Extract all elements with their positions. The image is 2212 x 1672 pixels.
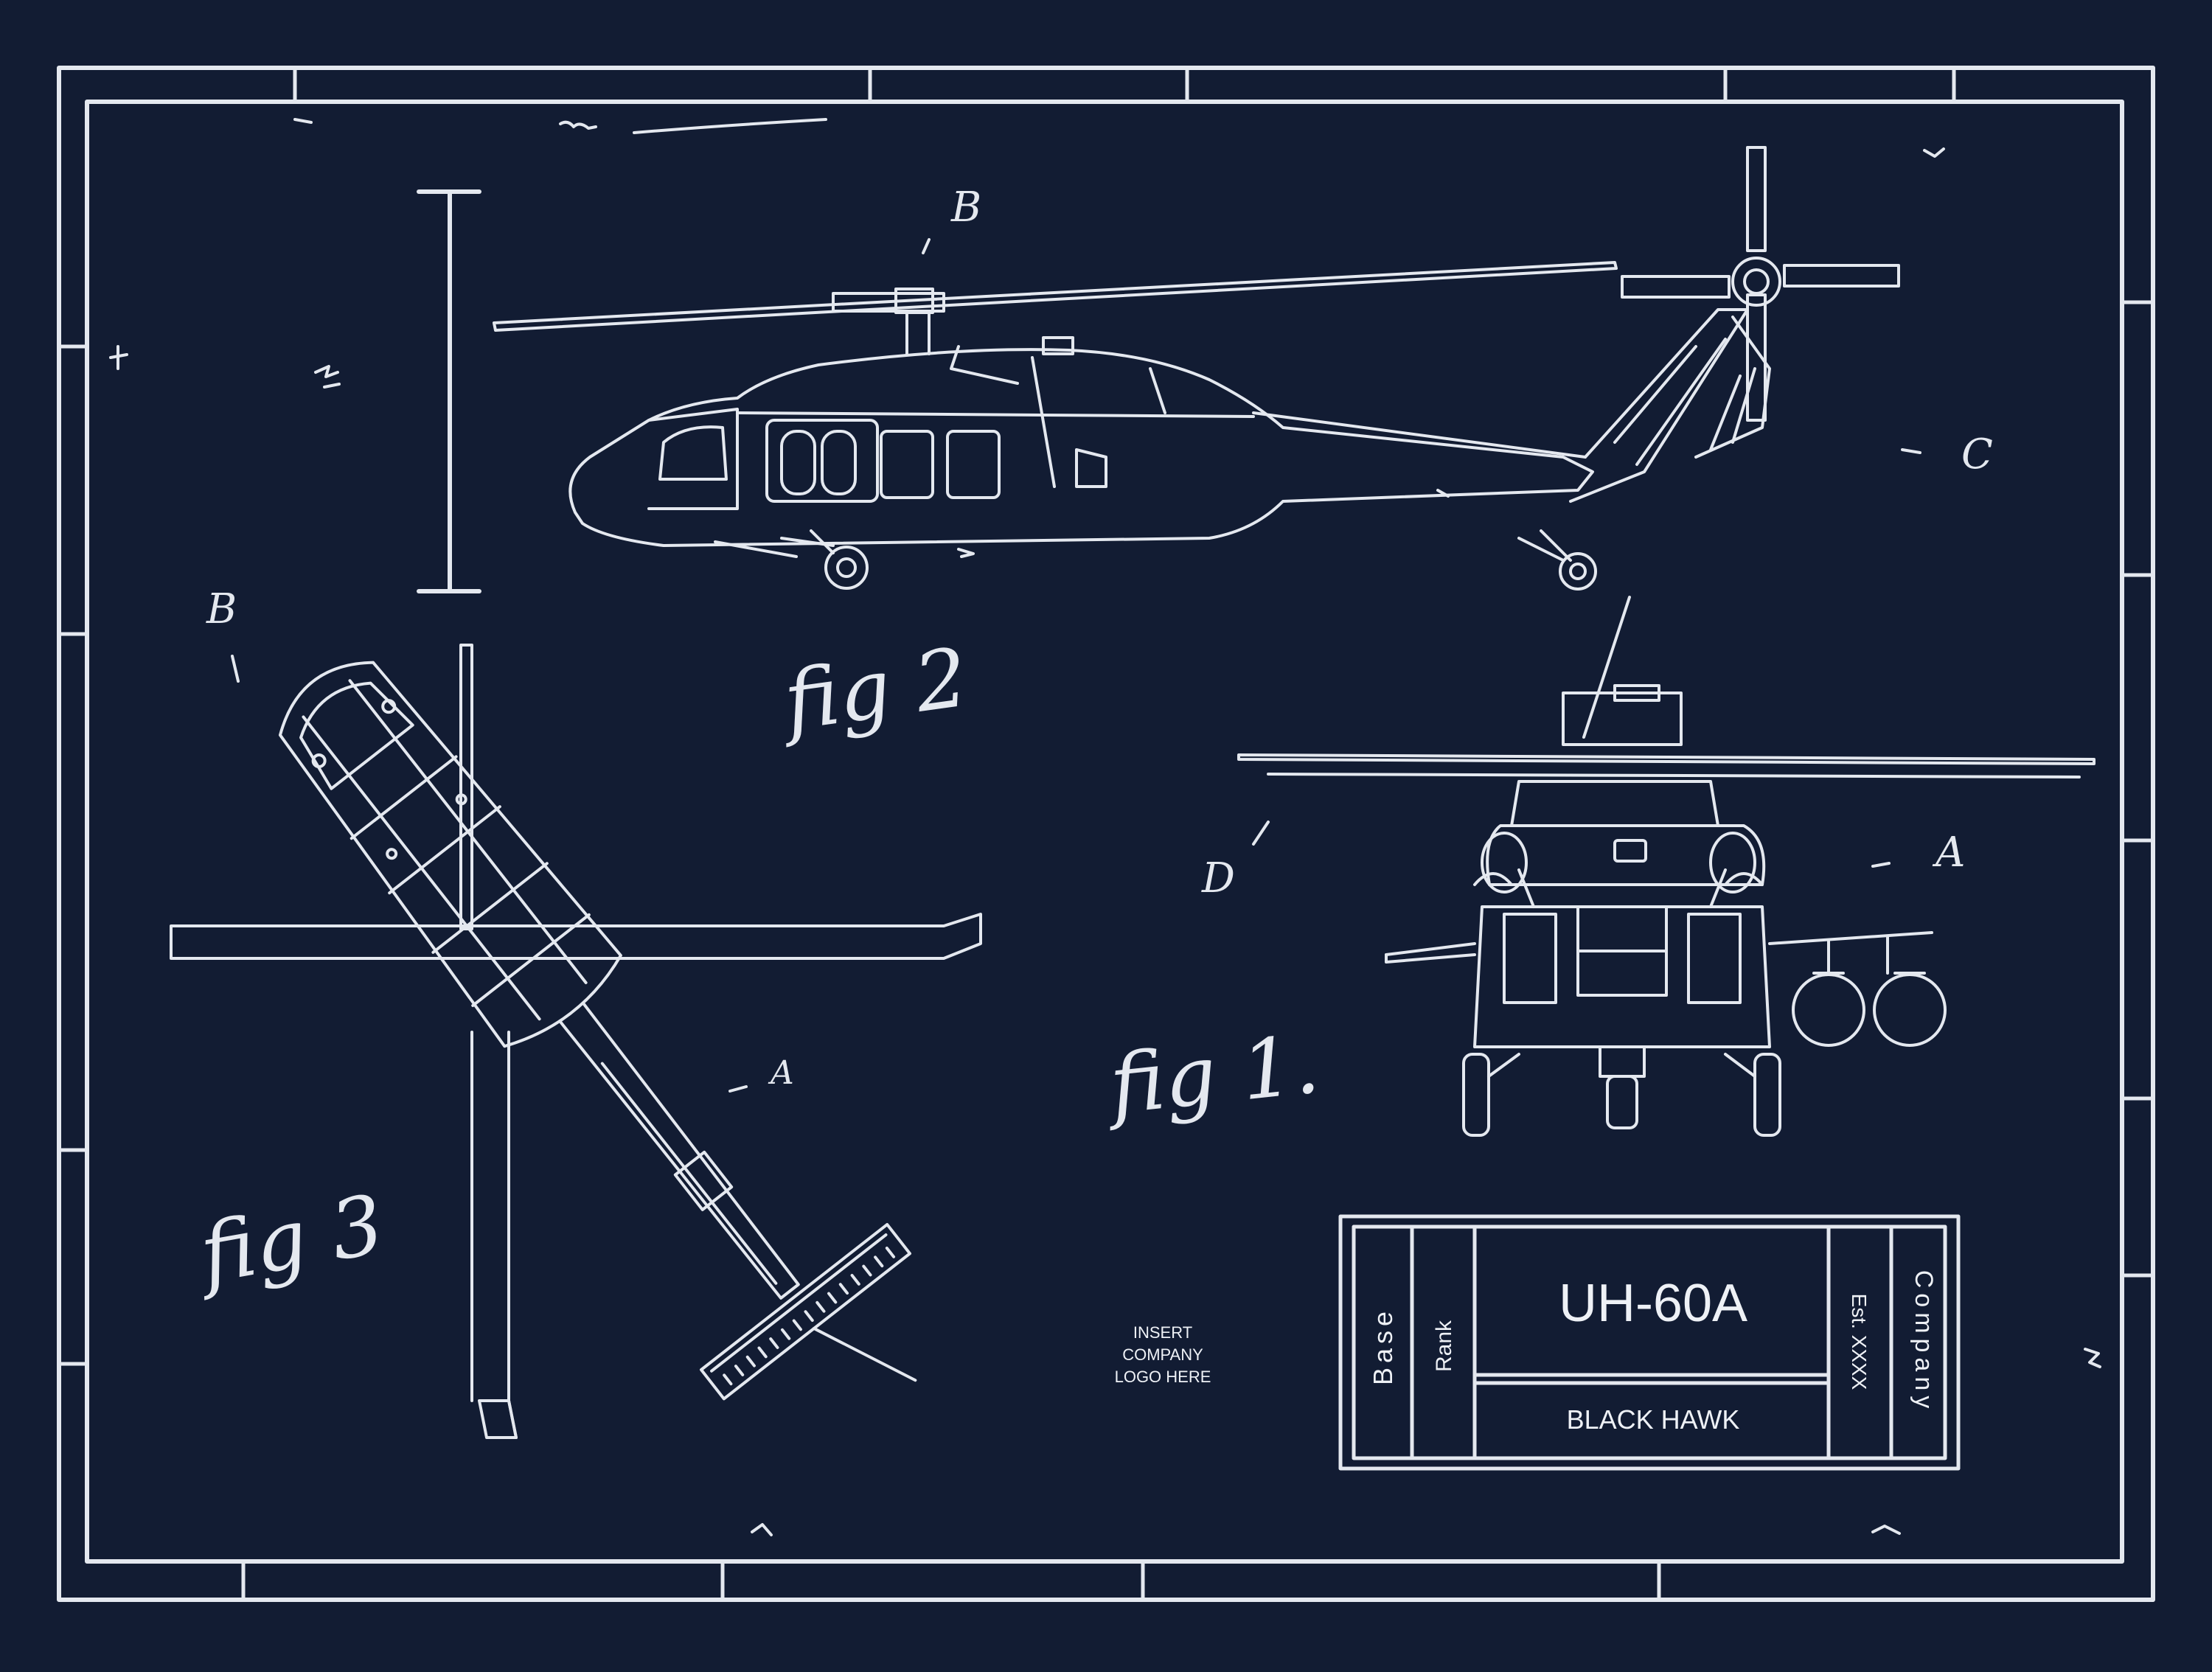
- marker-a-top: A: [768, 1054, 794, 1092]
- logo-line-1: INSERT: [1133, 1323, 1192, 1342]
- helicopter-front-view: [1237, 596, 2096, 1137]
- title-block-company: Company: [1910, 1270, 1938, 1414]
- helicopter-side-view: [493, 146, 1900, 591]
- title-block-est: Est. XXXX: [1848, 1294, 1871, 1390]
- marker-d-front: D: [1201, 854, 1235, 902]
- title-block: Base Rank UH-60A BLACK HAWK Est. XXXX Co…: [1338, 1214, 1961, 1471]
- logo-line-3: LOGO HERE: [1115, 1368, 1211, 1386]
- marker-ticks: [231, 238, 1921, 1093]
- title-block-model: UH-60A: [1559, 1274, 1747, 1333]
- border-frame: [57, 66, 2155, 1602]
- marker-b-top: B: [206, 585, 237, 633]
- title-block-base: Base: [1368, 1307, 1398, 1385]
- marker-b-side: B: [950, 184, 981, 231]
- title-block-name: BLACK HAWK: [1567, 1404, 1740, 1435]
- title-block-rank: Rank: [1432, 1320, 1456, 1372]
- marker-c-side: C: [1961, 431, 1993, 478]
- dimension-scribble: [109, 345, 341, 389]
- helicopter-top-view: [170, 644, 982, 1439]
- marker-a-front: A: [1932, 829, 1965, 877]
- figure-label-fig1: fig 1.: [1100, 1017, 1323, 1133]
- dimension-height: [417, 189, 481, 593]
- logo-line-2: COMPANY: [1122, 1345, 1203, 1364]
- logo-placeholder: INSERT COMPANY LOGO HERE: [1115, 1323, 1211, 1386]
